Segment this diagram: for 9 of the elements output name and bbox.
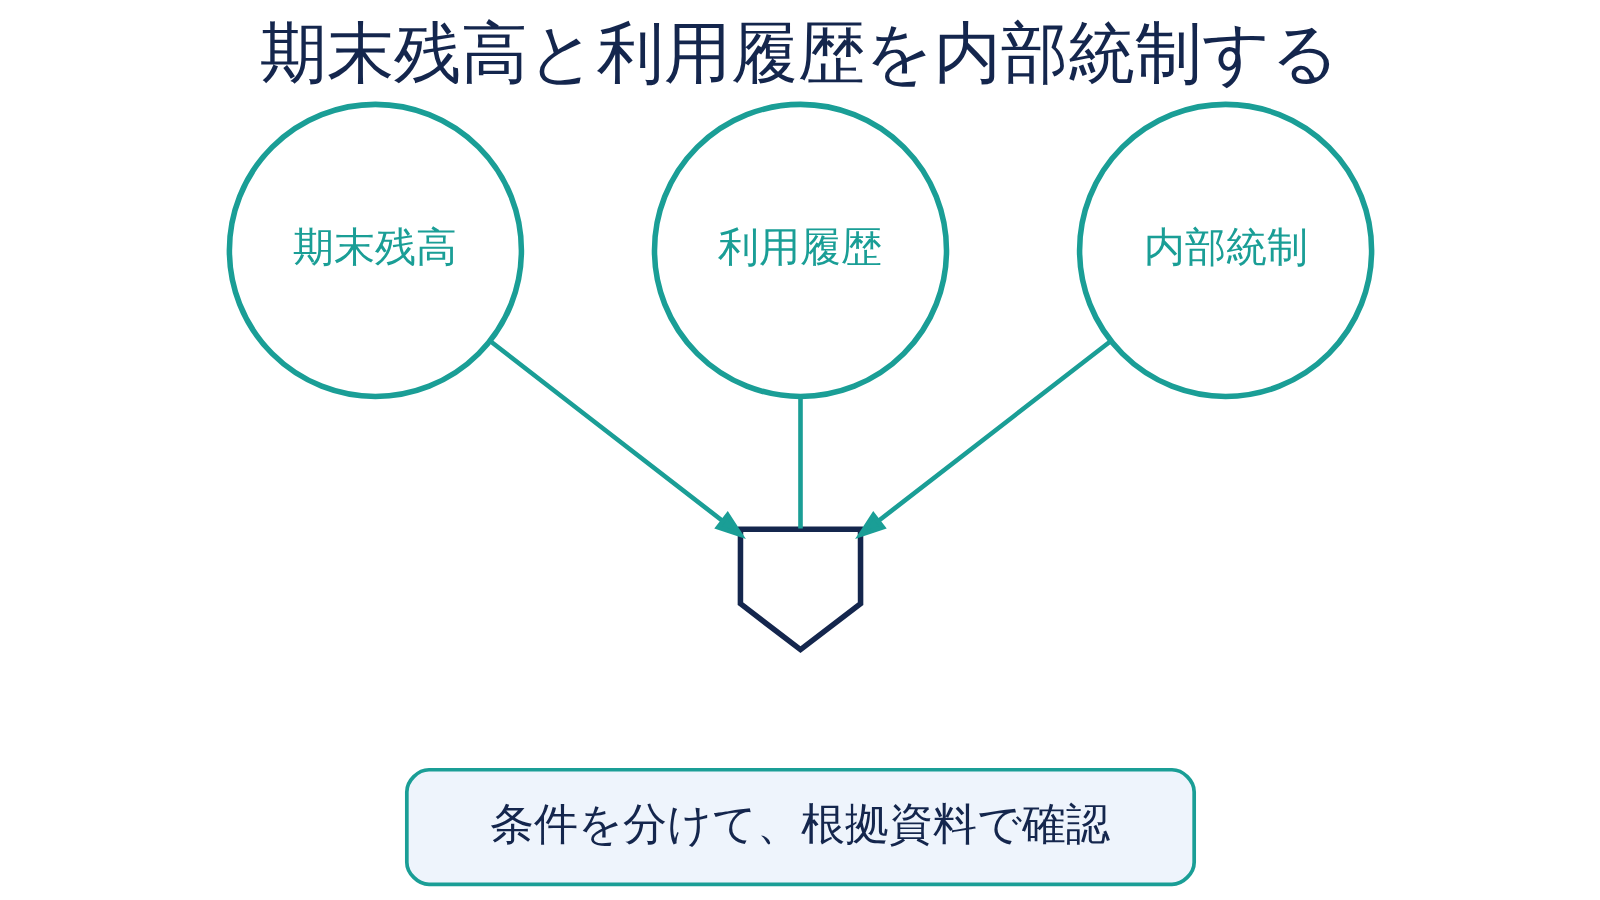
node-circle: 利用履歴 [651,101,949,400]
node-shield [737,526,863,654]
connector [797,396,803,529]
node-circle: 期末残高 [226,101,524,400]
arrow [854,339,1112,539]
arrow [488,339,746,539]
node-box: 条件を分けて、根拠資料で確認 [404,767,1196,887]
diagram-title: 期末残高と利用履歴を内部統制する [260,14,1340,93]
node-circle: 内部統制 [1076,101,1374,400]
